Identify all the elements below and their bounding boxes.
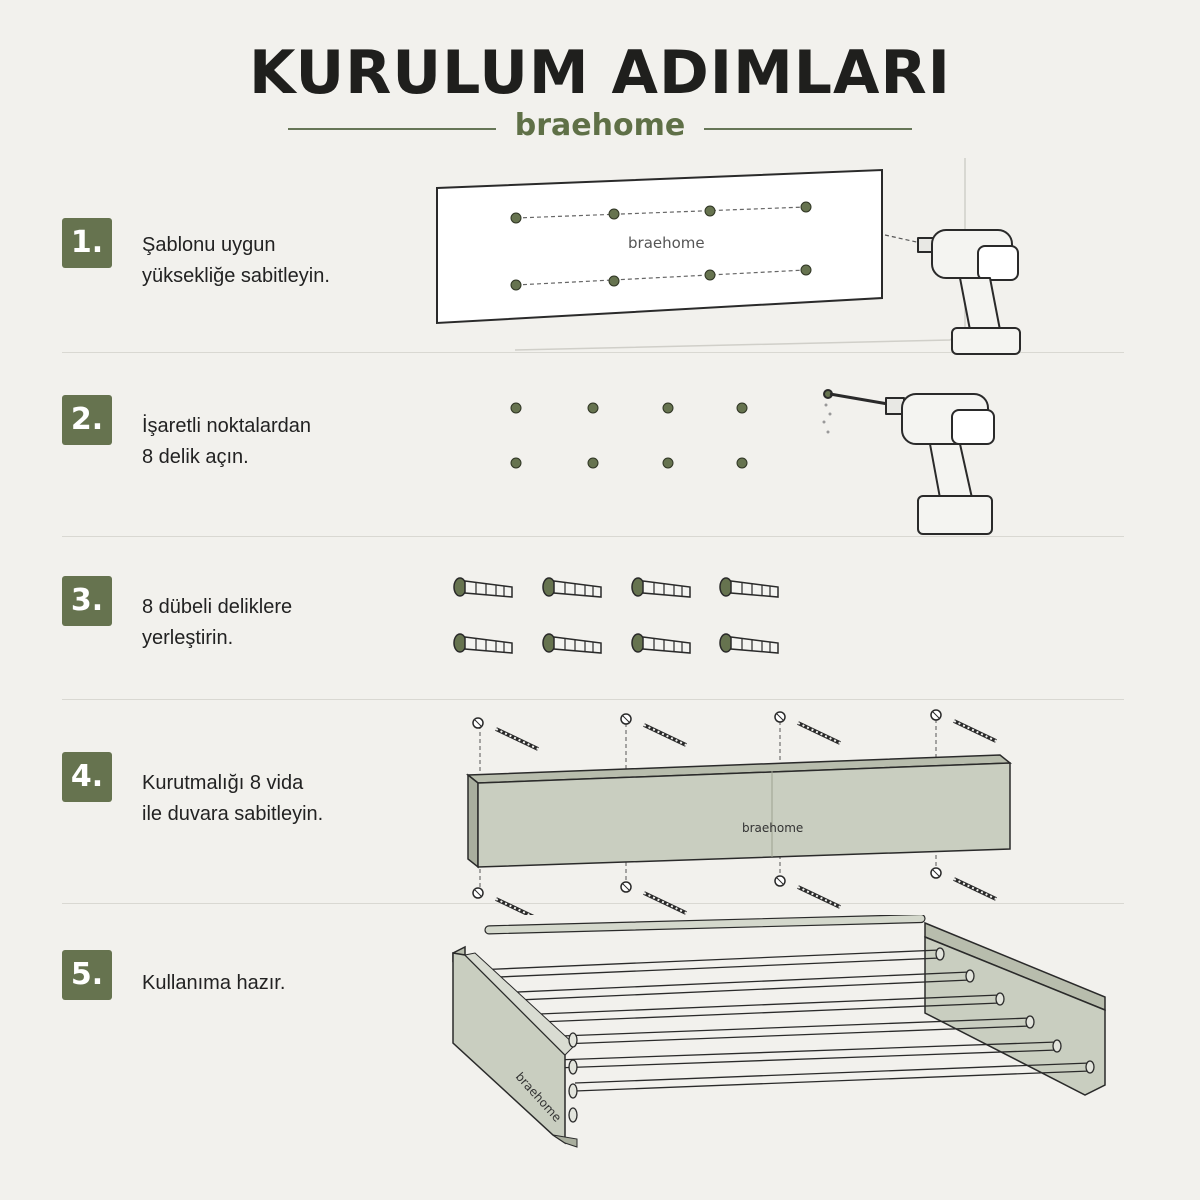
step-separator [62, 699, 1124, 700]
drill-icon [917, 229, 1021, 355]
brand-name: braehome [514, 108, 686, 143]
drying-rack-illustration: braehome [452, 915, 1106, 1148]
template-illustration: braehome [436, 158, 1021, 355]
divider-left [288, 128, 496, 130]
step-4-number: 4. [62, 752, 112, 802]
step-separator [62, 903, 1124, 904]
step-5-number: 5. [62, 950, 112, 1000]
step-1-text: Şablonu uygun yüksekliğe sabitleyin. [142, 234, 330, 287]
template-brand-label: braehome [628, 234, 705, 252]
brand-header: braehome [288, 108, 912, 148]
step-separator [62, 352, 1124, 353]
drill-icon [823, 389, 995, 535]
step-5-text: Kullanıma hazır. [142, 972, 286, 994]
wall-plugs-illustration [453, 577, 779, 654]
step-4-text: Kurutmalığı 8 vida ile duvara sabitleyin… [142, 772, 324, 825]
page-title: KURULUM ADIMLARI [249, 38, 951, 108]
step-3-text: 8 dübeli deliklere yerleştirin. [142, 596, 293, 649]
step-2-number: 2. [62, 395, 112, 445]
step-3-number: 3. [62, 576, 112, 626]
step-2-text: İşaretli noktalardan 8 delik açın. [142, 415, 311, 468]
bracket-brand-label: braehome [742, 821, 803, 835]
bracket-mounting-illustration: braehome [465, 708, 1013, 915]
step-1-number: 1. [62, 218, 112, 268]
step-separator [62, 536, 1124, 537]
divider-right [704, 128, 912, 130]
drill-holes-illustration [510, 389, 995, 535]
